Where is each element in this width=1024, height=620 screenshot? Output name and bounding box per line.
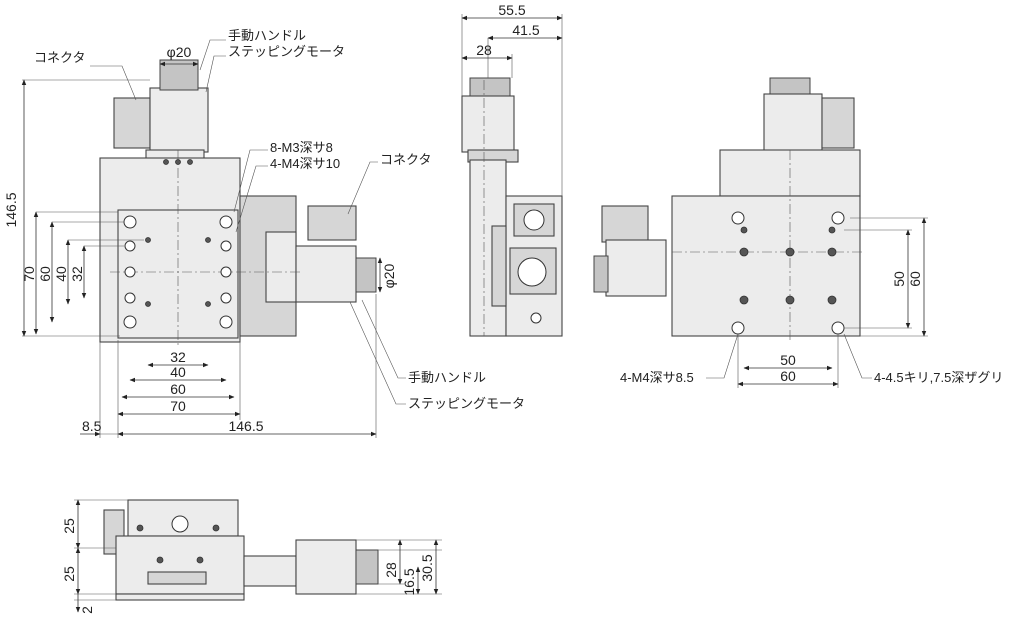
dim-h32: 32 [170,349,186,365]
dim-w415: 41.5 [512,22,539,38]
dim-v60: 60 [37,266,53,282]
side-view-knob [469,77,511,99]
bottom-view-side-connector [601,205,649,243]
bottom-view: 50 60 50 60 4-M4深サ8.5 4-4.5キリ,7.5深ザグリ [593,77,1003,388]
dim-height-total: 146.5 [3,192,19,227]
dim-front-v305: 30.5 [419,554,435,581]
dim-w555: 55.5 [498,2,525,18]
bottom-view-connector [821,97,855,149]
dim-v70: 70 [21,266,37,282]
dim-width-total: 146.5 [228,418,263,434]
dim-dia-knob: φ20 [167,44,192,60]
front-rail [243,555,297,587]
side-view-scale [491,225,507,307]
dim-offset: 8.5 [82,418,102,434]
bottom-view-motor [763,93,823,153]
dim-bottom-h50: 50 [780,352,796,368]
dim-v32: 32 [69,266,85,282]
label-manual-handle-top: 手動ハンドル [228,28,306,43]
label-m3-holes: 8-M3深サ8 [270,140,333,155]
front-scale [147,571,207,585]
side-handle [355,257,377,293]
dim-w28: 28 [476,42,492,58]
dim-dia-knob-side: φ20 [381,263,397,288]
stage-holes [123,159,233,329]
bottom-view-holes [731,211,845,335]
motor-top [149,87,209,153]
side-motor [295,245,357,303]
dim-bottom-h60: 60 [780,368,796,384]
dim-front-v2: 2 [79,606,95,614]
front-motor [295,539,357,595]
dim-front-v25a: 25 [61,518,77,534]
side-view-motor [461,95,515,153]
bottom-view-base [671,195,861,337]
label-counterbore: 4-4.5キリ,7.5深ザグリ [874,370,1003,385]
label-manual-handle-side: 手動ハンドル [408,370,486,385]
dim-h60: 60 [170,381,186,397]
top-view: 146.5 70 60 40 32 32 40 60 70 8.5 146.5 … [3,28,525,438]
front-view: 25 25 2 28 16.5 30.5 [61,499,442,614]
label-m4-bottom: 4-M4深サ8.5 [620,370,694,385]
dim-h70: 70 [170,398,186,414]
dim-front-v25b: 25 [61,566,77,582]
side-motor-plate [265,231,297,303]
manual-handle-knob [159,59,199,91]
dim-bottom-v60: 60 [907,271,923,287]
label-stepping-motor-side: ステッピングモータ [408,396,525,411]
label-m4-holes: 4-M4深サ10 [270,156,340,171]
side-view-body [469,159,507,337]
connector-body [113,97,151,149]
label-connector-side: コネクタ [380,152,431,167]
label-connector-top: コネクタ [34,50,85,65]
dim-bottom-v50: 50 [891,271,907,287]
dim-front-v165: 16.5 [401,568,417,595]
front-base [115,535,245,595]
bottom-view-side-motor [605,239,667,297]
dim-h40: 40 [170,364,186,380]
dim-front-v28: 28 [383,562,399,578]
side-view: 55.5 41.5 28 [461,2,563,337]
side-connector [307,205,357,241]
front-handle [355,549,379,585]
label-stepping-motor-top: ステッピングモータ [228,44,345,59]
dim-v40: 40 [53,266,69,282]
